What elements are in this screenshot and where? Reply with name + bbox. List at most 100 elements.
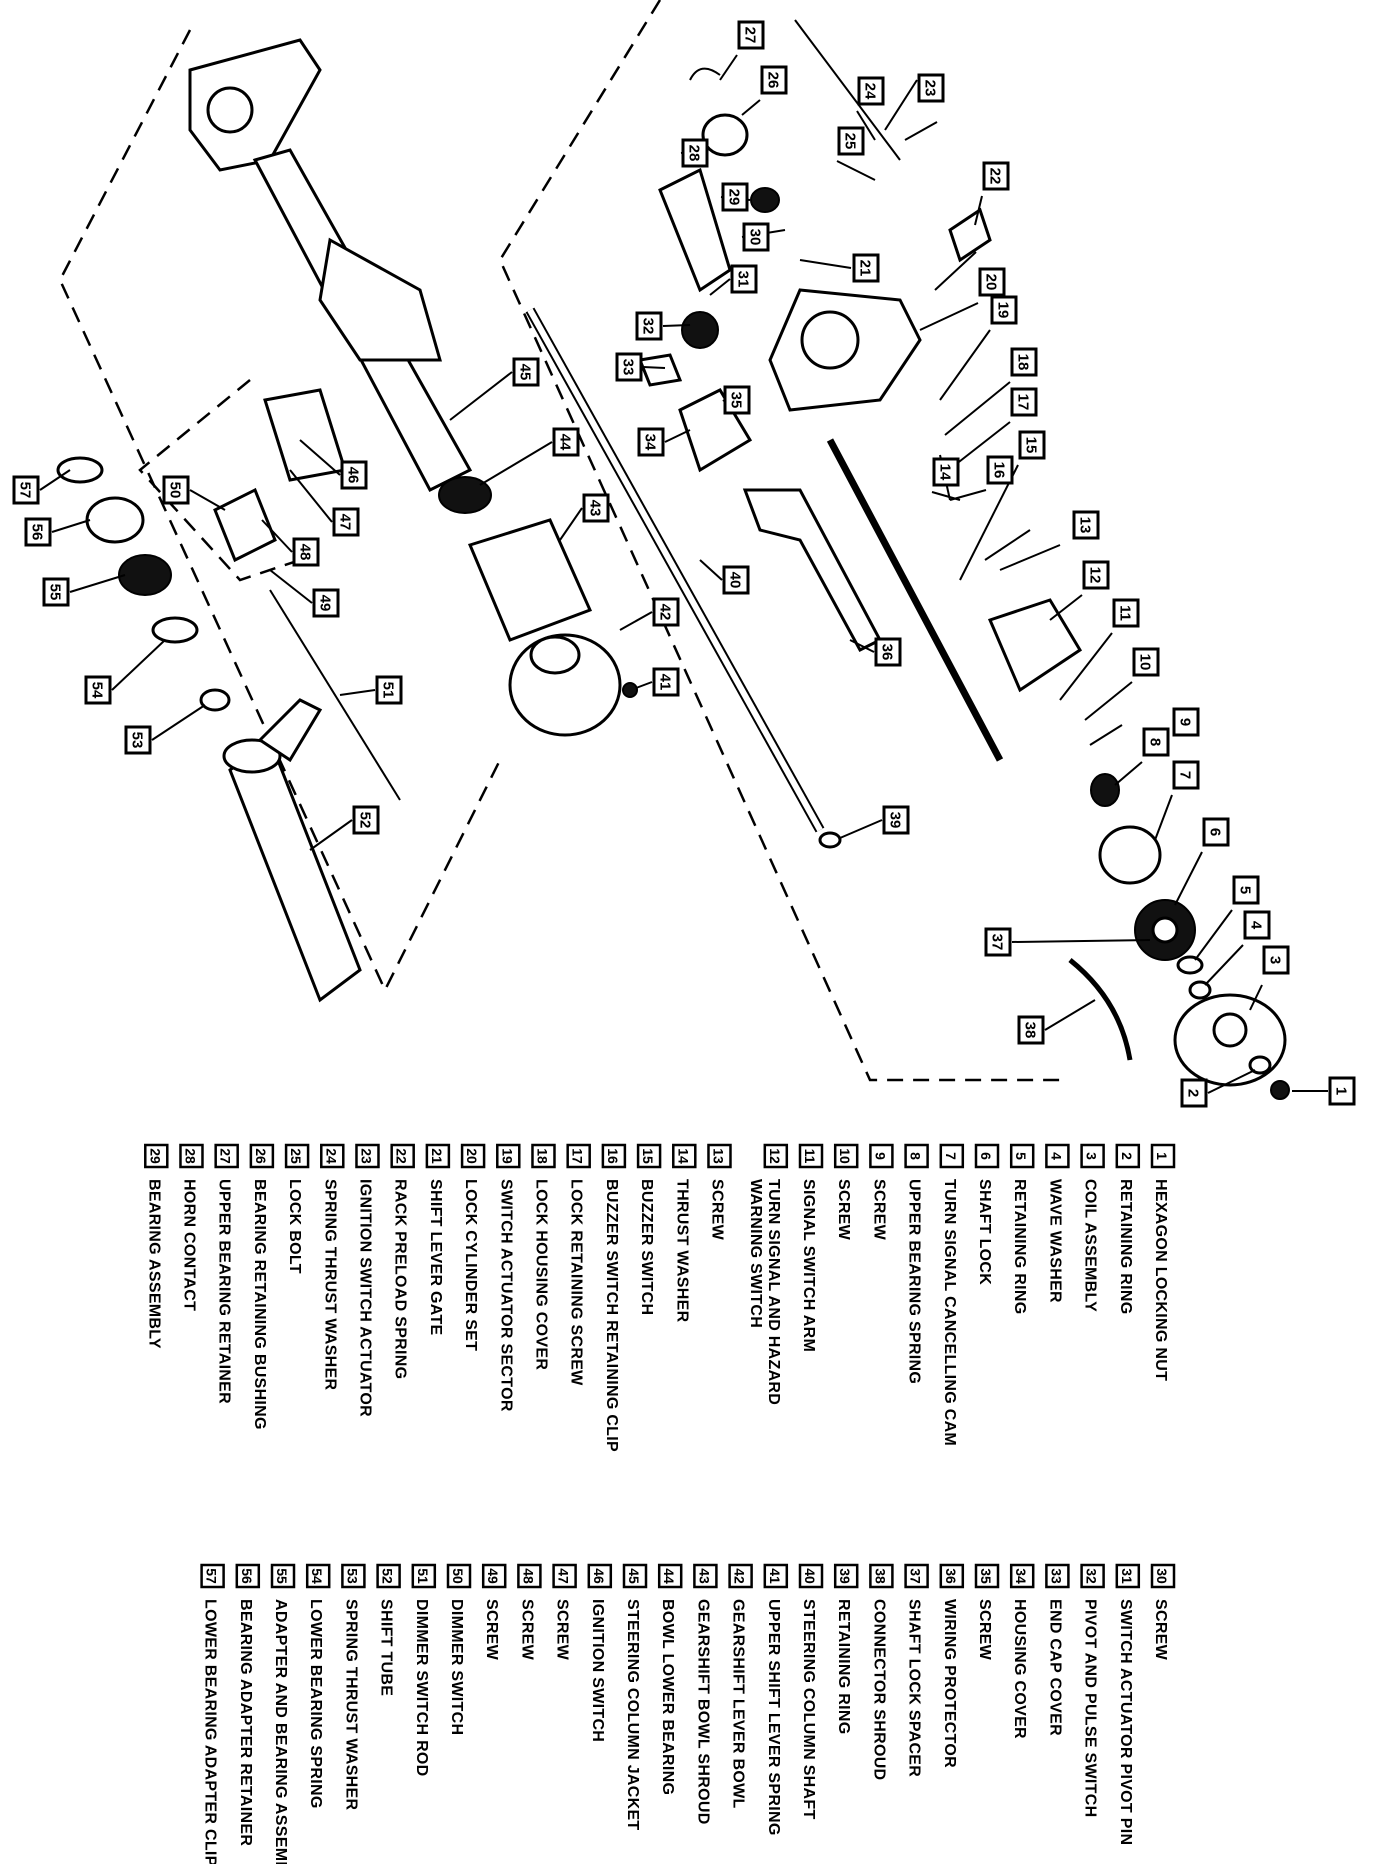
callout-number: 35 [728,392,745,409]
legend-part-name: SPRING THRUST WASHER [342,1599,359,1810]
upper-bearing-spring [1090,773,1120,807]
callout-number: 21 [857,260,874,277]
callout-17: 17 [1010,387,1038,417]
callout-number: 7 [1177,771,1194,779]
callout-number: 36 [879,644,896,661]
legend-number: 35 [978,1568,994,1584]
legend-number: 45 [626,1568,642,1584]
legend-number: 52 [380,1568,396,1584]
legend-part-name: SCREW [518,1599,535,1661]
callout-number: 14 [937,464,954,481]
legend-part-name: DIMMER SWITCH [448,1599,465,1735]
legend-number: 21 [429,1148,445,1164]
callout-number: 34 [642,434,659,451]
callout-number: 4 [1248,921,1265,930]
legend-number: 28 [182,1148,198,1164]
legend-number: 57 [204,1568,220,1584]
legend-part-name: DIMMER SWITCH ROD [413,1599,430,1777]
upper-bearing-retainer [689,67,721,81]
legend-part-name: LOCK BOLT [286,1179,303,1274]
legend-part-name: UPPER BEARING RETAINER [216,1179,233,1404]
legend-number: 16 [605,1148,621,1164]
legend-number: 47 [556,1568,572,1584]
callout-number: 29 [726,189,743,206]
legend-part-name: SCREW [483,1599,500,1661]
legend-part-name: BEARING ADAPTER RETAINER [237,1599,254,1846]
callout-30: 30 [742,222,770,252]
pivot-and-pulse-switch [681,311,719,349]
legend-number: 6 [978,1152,994,1160]
legend-number: 49 [485,1568,501,1584]
wave-washer [1188,980,1212,1000]
hexagon-locking-nut [1270,1080,1290,1100]
callout-15: 15 [1018,430,1046,460]
legend-part-name: SPRING THRUST WASHER [321,1179,338,1390]
end-cap-cover [637,353,683,387]
callout-50: 50 [162,475,190,505]
connector-shroud [1068,958,1133,1061]
callout-number: 51 [380,682,397,699]
turn-signal-switch [987,598,1083,693]
legend-number: 33 [1048,1568,1064,1584]
legend-part-name: GEARSHIFT LEVER BOWL [730,1599,747,1809]
shift-tube-arm [257,698,323,763]
callout-number: 24 [862,83,879,100]
callout-21: 21 [852,253,880,283]
legend-number: 34 [1013,1568,1029,1584]
legend-number: 53 [344,1568,360,1584]
callout-number: 44 [557,434,574,451]
legend-part-name: STEERING COLUMN SHAFT [800,1599,817,1820]
ignition-switch-actuator [794,19,901,161]
callout-number: 17 [1015,394,1032,411]
lock-housing-bore [800,310,860,370]
legend-number: 39 [837,1568,853,1584]
bearing-assembly [750,187,780,213]
legend-number: 9 [872,1152,888,1160]
callout-1: 1 [1328,1076,1356,1106]
shift-tube [228,737,362,1003]
legend-part-name: COIL ASSEMBLY [1082,1179,1099,1312]
callout-3: 3 [1262,945,1290,975]
legend-part-name: BUZZER SWITCH RETAINING CLIP [603,1179,620,1452]
callout-number: 50 [167,482,184,499]
legend-number: 48 [520,1568,536,1584]
callout-37: 37 [984,927,1012,957]
legend-part-name: UPPER SHIFT LEVER SPRING [765,1599,782,1836]
legend-number: 51 [415,1568,431,1584]
callout-number: 52 [357,812,374,829]
legend-number: 30 [1154,1568,1170,1584]
legend-part-name: LOWER BEARING ADAPTER CLIP [202,1599,219,1864]
legend-number: 5 [1013,1152,1029,1160]
callout-57: 57 [12,475,40,505]
legend-part-name: WIRING PROTECTOR [941,1599,958,1768]
callout-39: 39 [882,805,910,835]
lock-housing-group [637,19,1290,1100]
callout-number: 27 [742,27,759,44]
callout-20: 20 [978,267,1006,297]
callout-41: 41 [652,667,680,697]
lock-cylinder-set [948,207,992,263]
legend-number: 29 [147,1148,163,1164]
legend-number: 36 [943,1568,959,1584]
callout-number: 53 [129,732,146,749]
legend-part-name: SHAFT LOCK [976,1179,993,1285]
retaining-ring-5 [1176,955,1204,975]
legend-number: 11 [802,1149,818,1164]
